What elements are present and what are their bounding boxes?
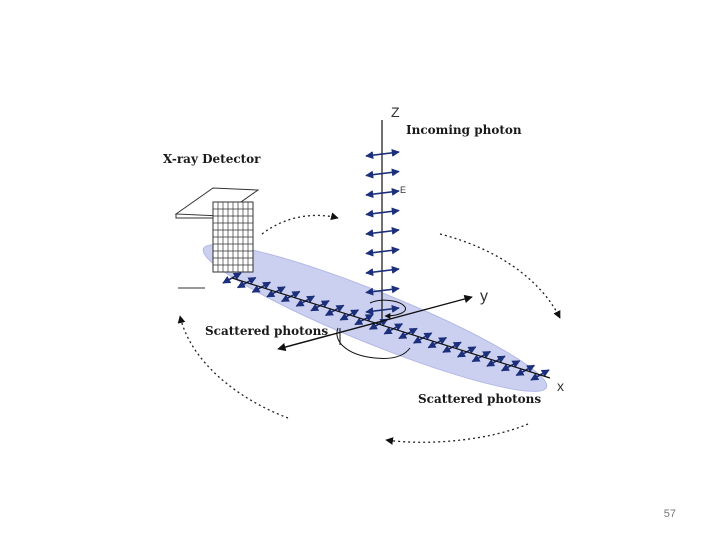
incoming-polarization-arrow — [365, 168, 400, 179]
incoming-polarization-arrow — [365, 304, 400, 316]
incoming-polarization-arrow — [365, 246, 400, 257]
rotation-arc-lower — [336, 327, 411, 359]
incoming-polarization-arrow — [365, 187, 400, 199]
scattered-photons-right-label: Scattered photons — [418, 392, 542, 406]
incoming-polarization-arrow — [365, 226, 400, 238]
detector-label: X-ray Detector — [163, 152, 261, 166]
dotted-arrow-bottom — [385, 423, 529, 445]
incoming-polarization-arrow — [365, 285, 400, 296]
axis-z-label: Z — [391, 104, 400, 120]
rotation-arc-upper — [369, 299, 407, 319]
axis-x-label: x — [557, 378, 564, 394]
incoming-polarization-arrow — [365, 207, 400, 218]
x-ray-detector — [174, 187, 260, 289]
axis-y-label: y — [480, 288, 488, 305]
incoming-photon-arrows — [365, 148, 400, 316]
dotted-arrow-top-left — [261, 212, 339, 235]
field-e-label: E — [400, 185, 407, 195]
scattered-photons-left-label: Scattered photons — [205, 324, 329, 338]
incoming-polarization-arrow — [365, 265, 400, 277]
incoming-polarization-arrow — [365, 148, 400, 160]
y-axis-back — [277, 334, 331, 352]
page-number: 57 — [663, 508, 676, 520]
incoming-photon-label: Incoming photon — [406, 123, 522, 137]
dotted-arrow-top-right — [439, 233, 561, 319]
x-axis — [231, 277, 551, 379]
